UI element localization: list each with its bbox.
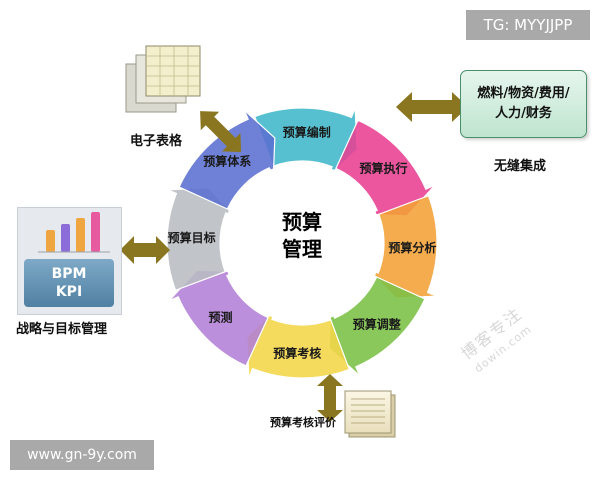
corner-tag-top-right: TG: MYYJJPP	[466, 10, 590, 40]
cycle-segment	[178, 109, 276, 210]
cycle-segment	[166, 187, 236, 292]
bpm-label: BPM	[51, 266, 87, 282]
resources-line2: 人力/财务	[495, 106, 552, 121]
cycle-segment-label: 预算编制	[283, 125, 331, 140]
resources-line1: 燃料/物资/费用/	[477, 86, 570, 101]
cycle-segment-label: 预算目标	[168, 230, 216, 245]
double-arrow-resources	[396, 92, 468, 122]
cycle-segment	[168, 269, 269, 367]
cycle-segment	[246, 309, 351, 379]
double-arrow-evaluation	[317, 374, 343, 422]
corner-tag-bottom-left: www.gn-9y.com	[10, 440, 154, 470]
cycle-segment-label: 预测	[208, 310, 232, 325]
resources-caption: 无缝集成	[494, 159, 547, 174]
center-label-line1: 预算	[282, 210, 322, 234]
evaluation-caption: 预算考核评价	[270, 416, 336, 429]
strategy-caption: 战略与目标管理	[16, 322, 108, 337]
bpm-kpi-box: BPM KPI	[24, 259, 114, 307]
bar-chart-icon	[38, 212, 110, 253]
cycle-segment	[335, 119, 436, 217]
cycle-segment-label: 预算执行	[359, 160, 407, 175]
mini-bar	[91, 212, 100, 252]
cycle-segment-label: 预算分析	[388, 240, 436, 255]
cycle-segment	[253, 107, 358, 177]
double-arrow-strategy	[120, 236, 170, 264]
cycle-segment	[328, 276, 426, 377]
cycle-segment-label: 预算体系	[203, 154, 251, 169]
center-label-line2: 管理	[282, 237, 322, 261]
cycle-segment-label: 预算考核	[273, 345, 321, 360]
document-icon	[344, 390, 396, 438]
cycle-segment-label: 预算调整	[353, 317, 401, 332]
double-arrow-spreadsheet	[200, 111, 242, 153]
mini-bar	[61, 224, 70, 252]
budget-cycle-ring	[166, 107, 438, 379]
mini-bar	[76, 218, 85, 252]
mini-bar	[46, 230, 55, 252]
spreadsheet-caption: 电子表格	[130, 134, 183, 149]
spreadsheet-icon	[125, 45, 201, 113]
resources-box: 燃料/物资/费用/ 人力/财务	[460, 70, 587, 138]
cycle-segment	[368, 194, 438, 299]
kpi-label: KPI	[55, 284, 83, 300]
cycle-center-disk	[222, 163, 382, 323]
